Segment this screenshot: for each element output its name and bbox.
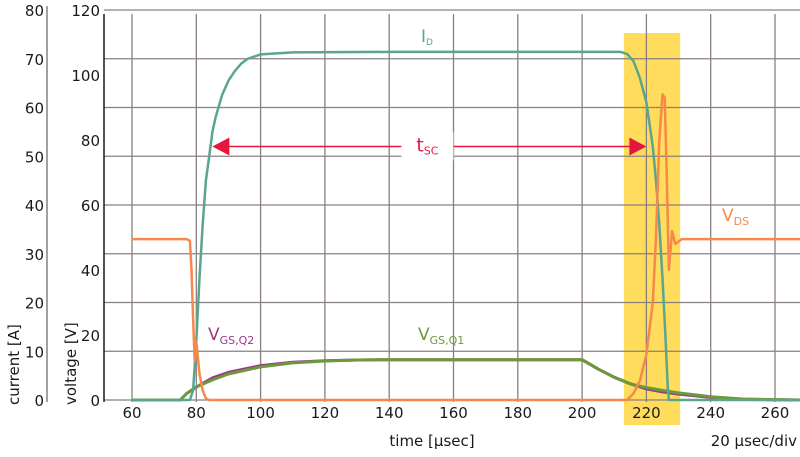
current-tick-label: 20 [25, 295, 44, 313]
x-axis-label: time [µsec] [389, 432, 474, 450]
voltage-tick-label: 80 [81, 132, 100, 150]
x-tick-label: 100 [246, 404, 275, 422]
tsc-arrow-right-head [629, 137, 647, 156]
x-tick-label: 220 [632, 404, 661, 422]
voltage-tick-label: 0 [90, 392, 100, 410]
current-tick-label: 60 [25, 100, 44, 118]
legend-vds: VDS [722, 206, 749, 228]
current-tick-label: 70 [25, 51, 44, 69]
current-tick-label: 80 [25, 2, 44, 20]
current-tick-label: 10 [25, 343, 44, 361]
series-line-vds [132, 93, 800, 402]
voltage-axis-label: voltage [V] [62, 322, 80, 405]
legend-vgs-q2: VGS,Q2 [208, 325, 254, 347]
x-tick-label: 240 [696, 404, 725, 422]
legend-vgs-q1: VGS,Q1 [418, 325, 464, 347]
series-line-vgsq1 [132, 358, 800, 402]
current-tick-label: 50 [25, 148, 44, 166]
highlight-region [623, 33, 681, 425]
tsc-label: tSC [416, 135, 438, 158]
current-tick-label: 40 [25, 197, 44, 215]
current-tick-label: 0 [34, 392, 44, 410]
voltage-tick-label: 40 [81, 262, 100, 280]
x-tick-label: 160 [439, 404, 468, 422]
x-tick-label: 200 [568, 404, 597, 422]
voltage-tick-label: 100 [71, 67, 100, 85]
x-tick-label: 180 [503, 404, 532, 422]
voltage-tick-label: 20 [81, 327, 100, 345]
voltage-tick-label: 60 [81, 197, 100, 215]
tsc-label-bg [401, 132, 454, 161]
series-line-vgsq2 [132, 358, 800, 402]
x-tick-label: 60 [122, 404, 141, 422]
series-line-id [132, 50, 800, 402]
voltage-tick-label: 120 [71, 2, 100, 20]
x-tick-label: 140 [375, 404, 404, 422]
x-tick-label: 120 [311, 404, 340, 422]
tsc-arrow-left-head [212, 137, 230, 156]
x-tick-label: 80 [187, 404, 206, 422]
current-tick-label: 30 [25, 246, 44, 264]
legend-id: ID [421, 27, 433, 48]
tsc-annotation: tSC [212, 132, 647, 161]
scale-note: 20 µsec/div [711, 432, 797, 450]
current-axis-label: current [A] [5, 324, 23, 405]
x-tick-label: 260 [761, 404, 790, 422]
